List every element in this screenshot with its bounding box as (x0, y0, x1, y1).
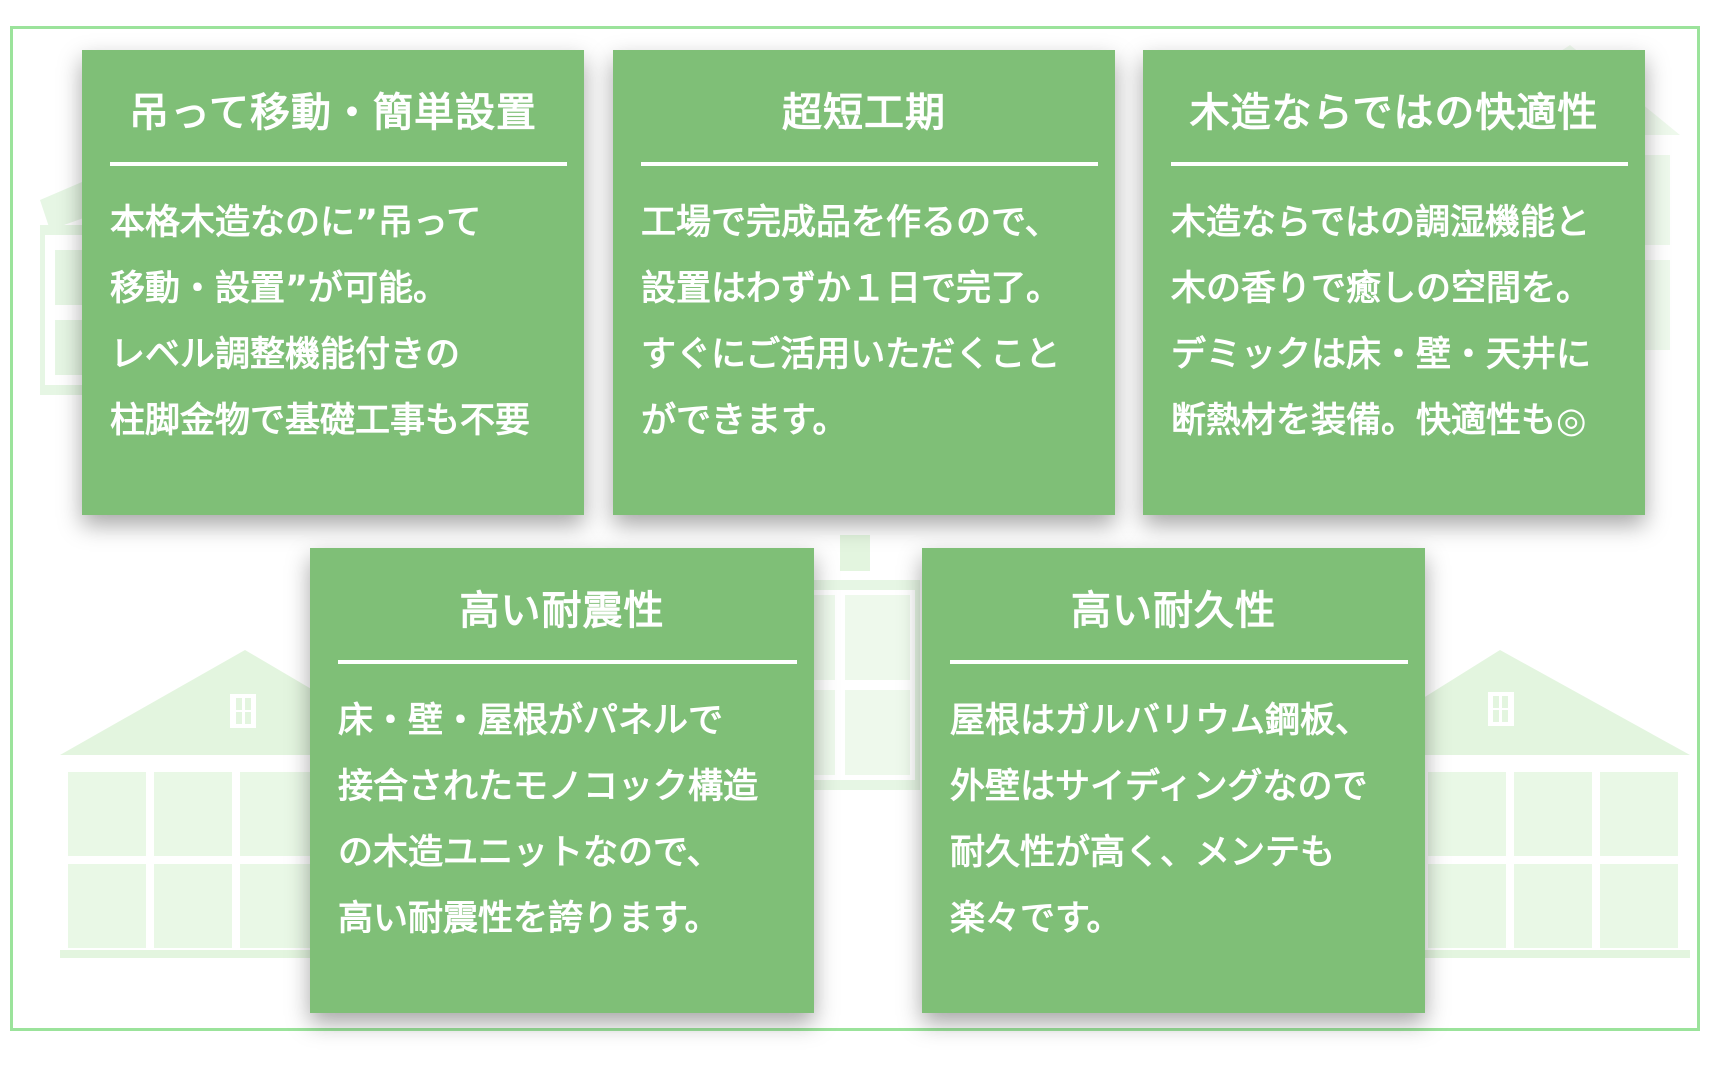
card-text-line: 屋根はガルバリウム鋼板、 (950, 701, 1371, 741)
card-text-line: 外壁はサイディングなので (950, 767, 1368, 807)
card-text-line: 移動・設置”が可能。 (110, 269, 449, 309)
card-text-line: 床・壁・屋根がパネルで (338, 701, 724, 741)
card-text-line: すぐにご活用いただくこと (641, 335, 1061, 375)
house-watermark-bottom-left (60, 650, 330, 960)
house-watermark-right (1420, 650, 1690, 960)
card-title: 高い耐久性 (1071, 588, 1276, 634)
card-divider (641, 162, 1098, 166)
card-text-line: レベル調整機能付きの (110, 335, 461, 375)
card-title: 吊って移動・簡単設置 (129, 90, 537, 136)
card-description: 本格木造なのに”吊って 移動・設置”が可能。 レベル調整機能付きの 柱脚金物で基… (110, 190, 574, 454)
card-text-line: デミックは床・壁・天井に (1171, 335, 1592, 375)
card-text-line: 高い耐震性を誇ります。 (338, 899, 720, 939)
house-icon (1420, 650, 1690, 958)
card-description: 屋根はガルバリウム鋼板、 外壁はサイディングなので 耐久性が高く、メンテも 楽々… (950, 688, 1415, 952)
card-title: 超短工期 (782, 90, 946, 136)
card-divider (110, 162, 567, 166)
card-divider (1171, 162, 1628, 166)
card-text-line: 木の香りで癒しの空間を。 (1171, 269, 1592, 309)
feature-card-hanging-install: 吊って移動・簡単設置 本格木造なのに”吊って 移動・設置”が可能。 レベル調整機… (82, 50, 584, 515)
card-text-line: 楽々です。 (950, 899, 1122, 939)
card-text-line: ができます。 (641, 401, 848, 441)
card-title: 木造ならではの快適性 (1189, 90, 1599, 136)
card-text-line: 設置はわずか１日で完了。 (641, 269, 1062, 309)
card-text-line: 耐久性が高く、メンテも (950, 833, 1336, 873)
card-text-line: 木造ならではの調湿機能と (1171, 203, 1590, 243)
card-text-line: 断熱材を装備。快適性も◎ (1171, 401, 1587, 441)
card-title: 高い耐震性 (459, 588, 665, 634)
feature-card-durability: 高い耐久性 屋根はガルバリウム鋼板、 外壁はサイディングなので 耐久性が高く、メ… (922, 548, 1425, 1013)
card-text-line: 接合されたモノコック構造 (338, 767, 759, 807)
feature-card-wooden-comfort: 木造ならではの快適性 木造ならではの調湿機能と 木の香りで癒しの空間を。 デミッ… (1143, 50, 1645, 515)
card-text-line: 本格木造なのに”吊って (110, 203, 482, 243)
feature-card-earthquake-resistance: 高い耐震性 床・壁・屋根がパネルで 接合されたモノコック構造 の木造ユニットなの… (310, 548, 814, 1013)
feature-card-short-construction: 超短工期 工場で完成品を作るので、 設置はわずか１日で完了。 すぐにご活用いただ… (613, 50, 1115, 515)
card-divider (338, 660, 797, 664)
card-divider (950, 660, 1408, 664)
card-description: 工場で完成品を作るので、 設置はわずか１日で完了。 すぐにご活用いただくこと が… (641, 190, 1105, 454)
card-text-line: 工場で完成品を作るので、 (641, 203, 1060, 243)
card-text-line: の木造ユニットなので、 (338, 833, 722, 873)
card-description: 木造ならではの調湿機能と 木の香りで癒しの空間を。 デミックは床・壁・天井に 断… (1171, 190, 1635, 454)
house-icon (60, 650, 330, 958)
card-description: 床・壁・屋根がパネルで 接合されたモノコック構造 の木造ユニットなので、 高い耐… (338, 688, 804, 952)
card-text-line: 柱脚金物で基礎工事も不要 (110, 401, 531, 441)
